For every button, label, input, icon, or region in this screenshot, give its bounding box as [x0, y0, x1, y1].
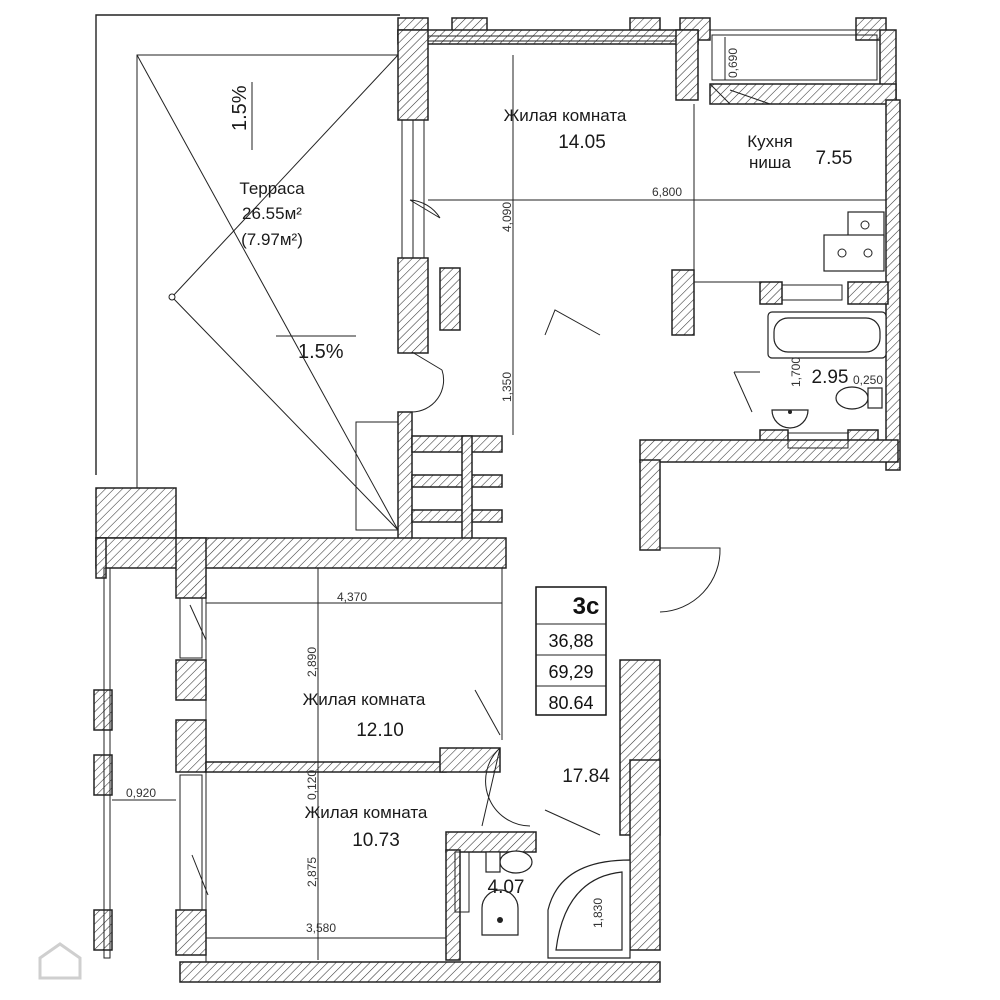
dim-0250: 0,250 — [853, 373, 883, 387]
terrace-area: 26.55м² — [242, 204, 302, 223]
dim-2890: 2,890 — [305, 647, 319, 677]
room-labels: Терраса 26.55м² (7.97м²) Жилая комната 1… — [239, 106, 852, 898]
dim-4370: 4,370 — [337, 590, 367, 604]
dimensions: 0,690 4,090 6,800 1,350 1,700 0,250 4,37… — [126, 48, 883, 935]
slope-label-2: 1.5% — [298, 341, 344, 363]
kitchen-name-line1: Кухня — [747, 132, 793, 151]
unit-badge-value-2: 69,29 — [548, 662, 593, 682]
terrace-name: Терраса — [239, 179, 305, 198]
kitchen-area: 7.55 — [816, 148, 853, 169]
bath-top-area: 2.95 — [812, 367, 849, 388]
interior-lines — [112, 55, 886, 962]
bath-bottom-area: 4.07 — [488, 877, 525, 898]
living-top-name: Жилая комната — [504, 106, 627, 125]
slope-markers: 1.5% 1.5% — [229, 82, 356, 363]
windows — [103, 29, 880, 959]
dim-2875: 2,875 — [305, 857, 319, 887]
living-top-area: 14.05 — [558, 132, 606, 153]
dim-0920: 0,920 — [126, 786, 156, 800]
dim-1350: 1,350 — [500, 372, 514, 402]
hall-area: 17.84 — [562, 766, 610, 787]
unit-badge: 3с 36,88 69,29 80.64 — [535, 586, 607, 716]
living-mid-name: Жилая комната — [303, 690, 426, 709]
dim-1700: 1,700 — [789, 357, 803, 387]
dim-3580: 3,580 — [306, 921, 336, 935]
walls — [93, 17, 901, 983]
unit-badge-value-1: 36,88 — [548, 631, 593, 651]
unit-badge-value-3: 80.64 — [548, 693, 593, 713]
living-bottom-name: Жилая комната — [305, 803, 428, 822]
kitchen-name-line2: ниша — [749, 153, 792, 172]
dim-0690: 0,690 — [726, 48, 740, 78]
dim-0120: 0,120 — [305, 770, 319, 800]
terrace-reduced-area: (7.97м²) — [241, 230, 303, 249]
living-bottom-area: 10.73 — [352, 830, 400, 851]
doors — [189, 37, 771, 896]
terrace-outline — [95, 14, 400, 531]
dim-6800: 6,800 — [652, 185, 682, 199]
fixtures — [454, 211, 887, 959]
slope-label-1: 1.5% — [229, 85, 251, 131]
watermark-icon — [38, 942, 82, 980]
dim-1830: 1,830 — [591, 898, 605, 928]
unit-badge-title: 3с — [573, 593, 600, 620]
living-mid-area: 12.10 — [356, 720, 404, 741]
dim-4090: 4,090 — [500, 202, 514, 232]
